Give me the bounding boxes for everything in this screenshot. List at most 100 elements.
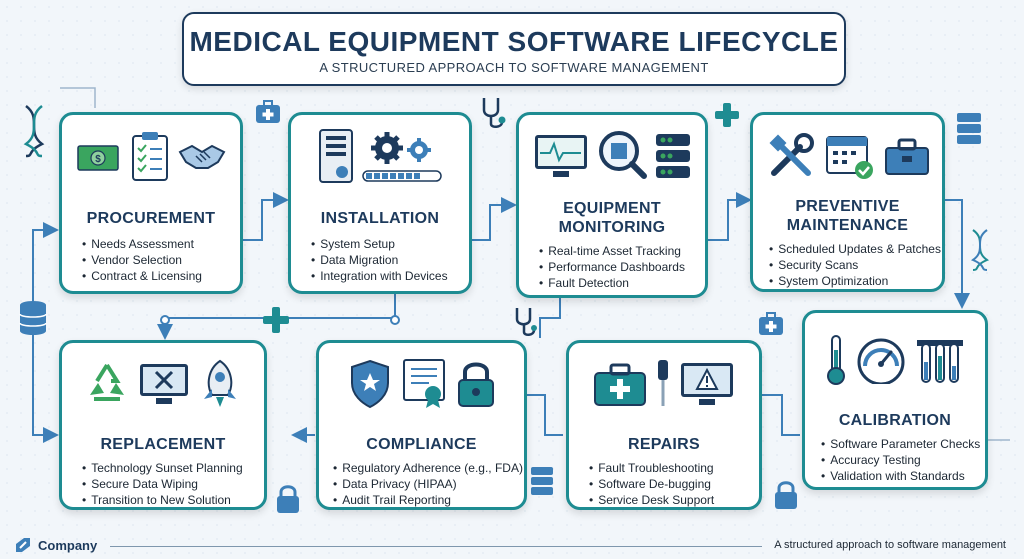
list-item: System Setup bbox=[311, 236, 469, 252]
list-item: Regulatory Adherence (e.g., FDA) bbox=[333, 460, 524, 476]
server-tower-icon bbox=[319, 129, 353, 183]
toolbox-icon bbox=[884, 138, 929, 175]
list-item: Data Migration bbox=[311, 252, 469, 268]
list-item: Needs Assessment bbox=[82, 236, 240, 252]
thermometer-icon bbox=[827, 335, 845, 385]
card-title: REPLACEMENT bbox=[100, 436, 226, 453]
list-item: Audit Trail Reporting bbox=[333, 492, 524, 508]
card-title: COMPLIANCE bbox=[366, 436, 477, 453]
list-item: Transition to New Solution bbox=[82, 492, 264, 508]
list-item: Integration with Devices bbox=[311, 268, 469, 284]
list-item: Validation with Standards bbox=[821, 468, 985, 484]
company-logo: Company bbox=[14, 536, 97, 554]
clipboard-checklist-icon bbox=[132, 132, 168, 181]
dna-icon bbox=[970, 229, 990, 271]
rocket-icon bbox=[204, 359, 236, 407]
screwdriver-icon bbox=[658, 360, 668, 406]
page-subtitle: A STRUCTURED APPROACH TO SOFTWARE MANAGE… bbox=[319, 60, 709, 75]
progress-bar-icon bbox=[362, 170, 442, 182]
list-item: Security Scans bbox=[769, 257, 942, 273]
card-installation: INSTALLATION System Setup Data Migration… bbox=[288, 112, 472, 294]
money-icon: $ bbox=[77, 145, 119, 171]
footer-tagline: A structured approach to software manage… bbox=[774, 539, 1006, 551]
card-procurement: $ PROCUREMENT Needs Assessment Vendor Se… bbox=[59, 112, 243, 294]
connector-procurement-installation bbox=[243, 192, 289, 241]
list-item: Vendor Selection bbox=[82, 252, 240, 268]
card-title: CALIBRATION bbox=[838, 412, 952, 429]
lock-icon bbox=[775, 481, 797, 509]
status-lights-icon bbox=[656, 134, 690, 178]
card-title: PROCUREMENT bbox=[86, 210, 216, 227]
monitor-warning-icon bbox=[681, 363, 733, 405]
card-list: Fault Troubleshooting Software De-buggin… bbox=[569, 460, 759, 508]
card-title-line: MONITORING bbox=[558, 219, 666, 236]
card-title-line: MAINTENANCE bbox=[786, 217, 909, 234]
connector-maintenance-calibration bbox=[945, 199, 970, 309]
monitor-x-icon bbox=[140, 364, 188, 404]
server-icon bbox=[531, 467, 553, 495]
lock-icon bbox=[277, 485, 299, 513]
plus-icon bbox=[263, 307, 289, 333]
card-title: REPAIRS bbox=[627, 436, 701, 453]
card-preventive-maintenance: PREVENTIVE MAINTENANCE Scheduled Updates… bbox=[750, 112, 945, 292]
calendar-check-icon bbox=[825, 136, 873, 179]
stethoscope-icon bbox=[482, 98, 506, 128]
card-calibration: CALIBRATION Software Parameter Checks Ac… bbox=[802, 310, 988, 490]
card-title-line: PREVENTIVE bbox=[795, 198, 900, 215]
list-item: Scheduled Updates & Patches bbox=[769, 241, 942, 257]
card-repairs: REPAIRS Fault Troubleshooting Software D… bbox=[566, 340, 762, 510]
list-item: Fault Troubleshooting bbox=[589, 460, 759, 476]
monitor-ecg-icon bbox=[535, 135, 587, 177]
company-logo-icon bbox=[16, 538, 30, 552]
card-list: Needs Assessment Vendor Selection Contra… bbox=[62, 236, 240, 284]
card-list: Real-time Asset Tracking Performance Das… bbox=[519, 243, 705, 291]
card-equipment-monitoring: EQUIPMENT MONITORING Real-time Asset Tra… bbox=[516, 112, 708, 298]
database-icon bbox=[19, 301, 47, 335]
connector-installation-monitoring bbox=[472, 197, 517, 241]
list-item: Software De-bugging bbox=[589, 476, 759, 492]
card-list: Regulatory Adherence (e.g., FDA) Data Pr… bbox=[319, 460, 524, 508]
card-list: System Setup Data Migration Integration … bbox=[291, 236, 469, 284]
connector-calibration-repairs bbox=[762, 394, 800, 436]
company-name: Company bbox=[38, 537, 98, 553]
test-tubes-icon bbox=[917, 340, 963, 383]
plus-icon bbox=[715, 103, 739, 127]
svg-text:$: $ bbox=[95, 154, 101, 165]
connector-repairs-compliance bbox=[527, 394, 563, 436]
title-banner: MEDICAL EQUIPMENT SOFTWARE LIFECYCLE A S… bbox=[182, 12, 846, 86]
gears-icon bbox=[371, 132, 431, 164]
connector-left-loop bbox=[32, 222, 59, 420]
server-icon bbox=[957, 113, 981, 144]
list-item: Software Parameter Checks bbox=[821, 436, 985, 452]
list-item: Technology Sunset Planning bbox=[82, 460, 264, 476]
medical-kit-icon bbox=[256, 100, 280, 123]
card-replacement: REPLACEMENT Technology Sunset Planning S… bbox=[59, 340, 267, 510]
connector-monitoring-maintenance bbox=[708, 192, 752, 241]
list-item: Real-time Asset Tracking bbox=[539, 243, 705, 259]
shield-star-icon bbox=[350, 359, 389, 409]
magnifier-chip-icon bbox=[599, 131, 647, 179]
stethoscope-icon bbox=[515, 308, 537, 336]
card-title-line: EQUIPMENT bbox=[563, 200, 661, 217]
footer-divider bbox=[110, 546, 762, 547]
list-item: Accuracy Testing bbox=[821, 452, 985, 468]
card-list: Scheduled Updates & Patches Security Sca… bbox=[753, 241, 942, 289]
handshake-icon bbox=[178, 144, 226, 169]
medical-toolbox-icon bbox=[594, 363, 646, 406]
card-compliance: COMPLIANCE Regulatory Adherence (e.g., F… bbox=[316, 340, 527, 510]
list-item: Contract & Licensing bbox=[82, 268, 240, 284]
list-item: Service Desk Support bbox=[589, 492, 759, 508]
connector-left-bottom bbox=[32, 420, 59, 443]
card-list: Software Parameter Checks Accuracy Testi… bbox=[805, 436, 985, 484]
list-item: Fault Detection bbox=[539, 275, 705, 291]
list-item: Data Privacy (HIPAA) bbox=[333, 476, 524, 492]
list-item: System Optimization bbox=[769, 273, 942, 289]
gauge-icon bbox=[857, 338, 905, 384]
dna-icon bbox=[23, 105, 45, 158]
card-title: PREVENTIVE MAINTENANCE bbox=[753, 197, 942, 235]
card-title: INSTALLATION bbox=[320, 210, 440, 227]
recycle-icon bbox=[90, 363, 124, 401]
list-item: Performance Dashboards bbox=[539, 259, 705, 275]
card-list: Technology Sunset Planning Secure Data W… bbox=[62, 460, 264, 508]
